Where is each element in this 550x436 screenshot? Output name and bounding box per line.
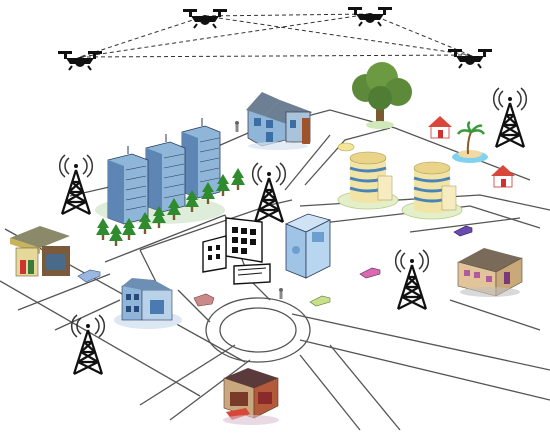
gas-station-icon (10, 226, 70, 277)
drone-icon (57, 50, 103, 71)
cell-tower-icon (58, 153, 94, 216)
tree-icon (96, 218, 110, 240)
drone-icon (447, 48, 493, 69)
car-icon (193, 293, 215, 307)
cell-tower-icon (492, 86, 528, 149)
hospital-building-icon (114, 278, 182, 329)
box-building-icon (284, 213, 332, 279)
large-tree-icon (352, 62, 412, 129)
car-icon (453, 225, 473, 237)
car-icon (359, 267, 381, 279)
round-building-icon (400, 160, 464, 221)
drone-links (79, 13, 471, 58)
cell-tower-icon (394, 248, 430, 311)
small-house-icon (491, 165, 515, 188)
tree-icon (231, 168, 245, 190)
roundabout (205, 297, 311, 363)
small-house-icon (428, 116, 452, 139)
shop-building-icon (457, 248, 523, 297)
car-icon (337, 142, 355, 152)
house-building-icon (246, 92, 312, 150)
fire-station-icon (223, 368, 279, 425)
cell-tower-icon (70, 313, 106, 376)
island-palm-icon (452, 120, 488, 163)
car-icon (77, 269, 101, 283)
tree-icon (109, 224, 123, 246)
car-icon (309, 295, 331, 307)
government-building-icon (202, 217, 271, 285)
round-building-icon (336, 150, 400, 211)
pedestrian-icon (279, 288, 283, 299)
cell-tower-icon (251, 161, 287, 224)
pedestrian-icon (235, 121, 239, 132)
